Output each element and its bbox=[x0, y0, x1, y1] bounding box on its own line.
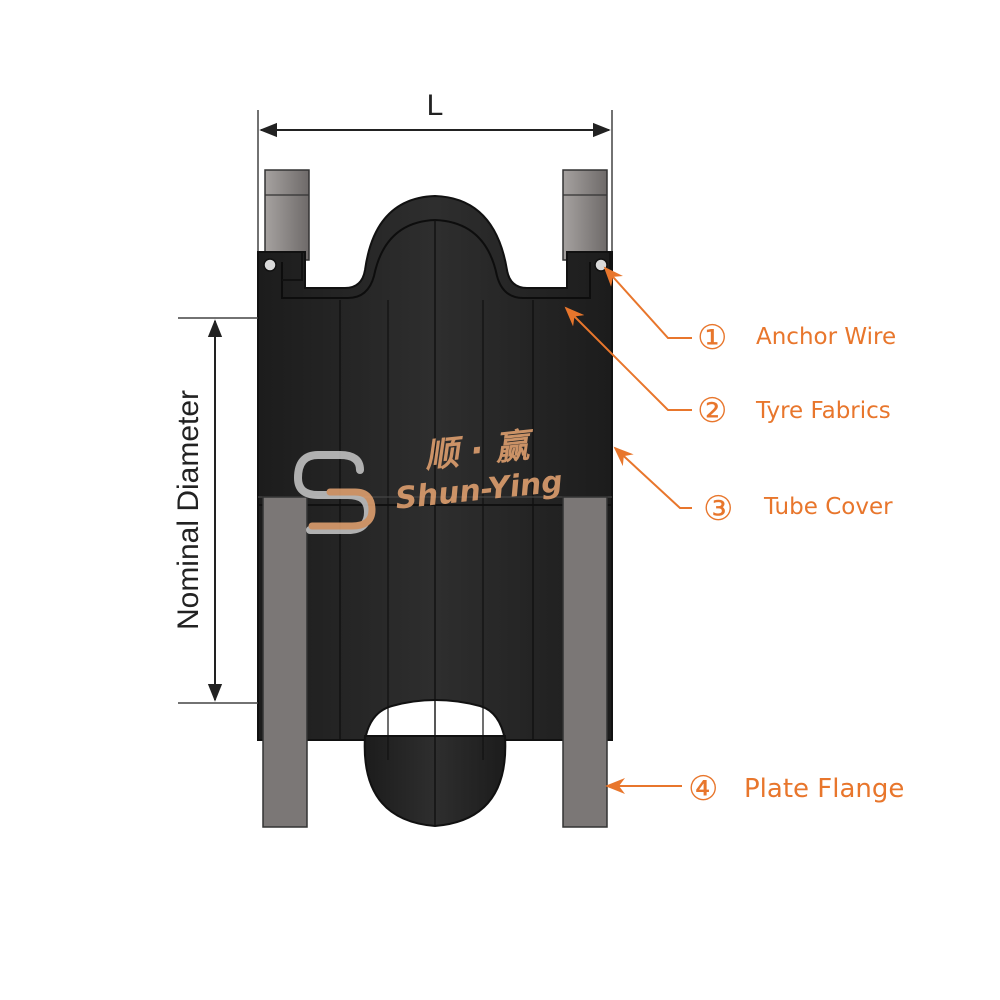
leader-tyre-fabrics bbox=[564, 306, 692, 411]
callout-2-label: Tyre Fabrics bbox=[755, 398, 891, 424]
rubber-body bbox=[257, 194, 613, 828]
callout-1-number: ① bbox=[697, 318, 727, 358]
leader-anchor-wire bbox=[603, 266, 692, 339]
callout-3-label: Tube Cover bbox=[763, 494, 893, 520]
leader-tube-cover bbox=[613, 446, 692, 509]
callout-4-number: ④ bbox=[688, 769, 718, 809]
shun-ying-watermark: 顺 · 赢 Shun-Ying bbox=[293, 425, 564, 534]
callout-leaders bbox=[564, 266, 692, 794]
plate-flanges bbox=[262, 496, 608, 828]
callout-2-number: ② bbox=[697, 391, 727, 431]
diameter-label: Nominal Diameter bbox=[172, 390, 205, 630]
callout-1-label: Anchor Wire bbox=[756, 324, 896, 350]
callout-labels: ① Anchor Wire ② Tyre Fabrics ③ Tube Cove… bbox=[688, 318, 904, 809]
callout-3-number: ③ bbox=[703, 489, 733, 529]
callout-4-label: Plate Flange bbox=[744, 774, 904, 804]
length-label: L bbox=[427, 89, 444, 122]
diameter-dimension: Nominal Diameter bbox=[172, 317, 258, 704]
upper-flanges bbox=[264, 169, 608, 261]
length-dimension: L bbox=[257, 89, 613, 260]
